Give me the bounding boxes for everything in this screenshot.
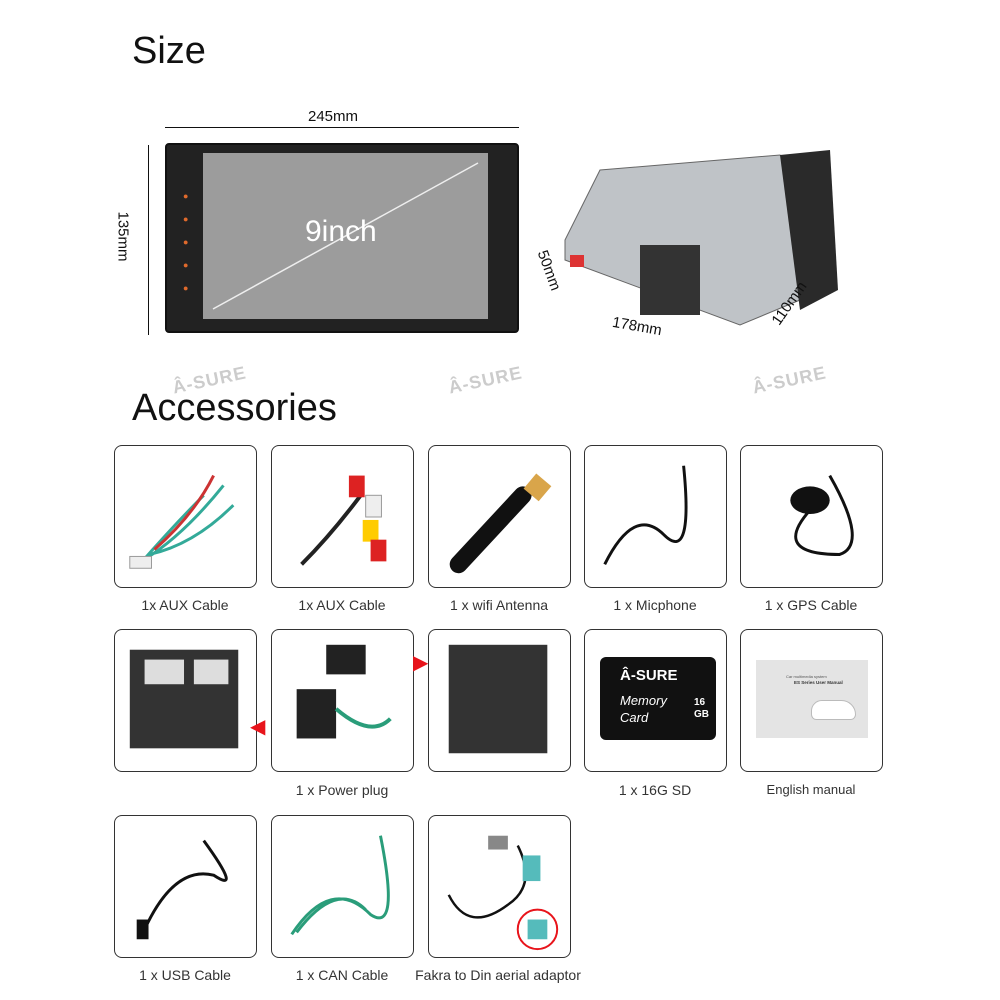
item-label: 1 x 16G SD bbox=[618, 782, 692, 798]
sd-line1: Memory bbox=[620, 693, 667, 708]
can-cable-image bbox=[271, 815, 414, 958]
sd-line2: Card bbox=[620, 710, 649, 725]
height-label: 135mm bbox=[114, 211, 132, 262]
item-label: 1 x GPS Cable bbox=[764, 597, 858, 613]
watermark: Â-SURE bbox=[750, 362, 829, 398]
height-dimension bbox=[148, 145, 149, 335]
item-label: English manual bbox=[766, 782, 856, 797]
item-label: 1 x wifi Antenna bbox=[449, 597, 549, 613]
sd-brand: Â-SURE bbox=[620, 667, 678, 684]
connector-right-image bbox=[428, 629, 571, 772]
sd-capacity: 16 bbox=[694, 697, 706, 708]
usb-cable-image bbox=[114, 815, 257, 958]
item-label: 1 x USB Cable bbox=[139, 967, 231, 983]
sd-unit: GB bbox=[694, 709, 709, 720]
head-unit-front: 9inch ●●●●● bbox=[165, 143, 519, 333]
screen: 9inch bbox=[203, 153, 488, 319]
manual: Car multimedia system ES Series User Man… bbox=[756, 660, 868, 738]
wifi-antenna-image bbox=[428, 445, 571, 588]
fakra-adaptor-image bbox=[428, 815, 571, 958]
gps-cable-image bbox=[740, 445, 883, 588]
sd-card: Â-SURE Memory Card 16 GB bbox=[600, 657, 716, 740]
sd-card-image: Â-SURE Memory Card 16 GB bbox=[584, 629, 727, 772]
aux-cable-image bbox=[114, 445, 257, 588]
manual-image: Car multimedia system ES Series User Man… bbox=[740, 629, 883, 772]
connector-left-image bbox=[114, 629, 257, 772]
watermark: Â-SURE bbox=[446, 362, 525, 398]
red-arrow-left-icon: ◀ bbox=[250, 716, 266, 738]
item-label: 1 x Power plug bbox=[295, 782, 389, 798]
item-label: Fakra to Din aerial adaptor bbox=[415, 967, 581, 983]
item-label: 1x AUX Cable bbox=[298, 597, 386, 613]
item-label: 1x AUX Cable bbox=[141, 597, 229, 613]
red-arrow-right-icon: ▶ bbox=[413, 652, 429, 674]
microphone-image bbox=[584, 445, 727, 588]
accessories-title: Accessories bbox=[132, 387, 337, 429]
width-label: 245mm bbox=[308, 108, 359, 125]
manual-line1: Car multimedia system bbox=[786, 674, 827, 679]
item-label: 1 x CAN Cable bbox=[295, 967, 389, 983]
head-unit-rear bbox=[560, 150, 840, 330]
width-dimension bbox=[165, 127, 519, 128]
aux-rca-cable-image bbox=[271, 445, 414, 588]
screen-size-label: 9inch bbox=[305, 215, 377, 248]
size-title: Size bbox=[132, 30, 206, 72]
side-buttons: ●●●●● bbox=[183, 191, 189, 293]
car-picture bbox=[811, 700, 856, 720]
power-plug-image bbox=[271, 629, 414, 772]
item-label: 1 x Micphone bbox=[613, 597, 697, 613]
manual-line2: ES Series User Manual bbox=[794, 680, 843, 685]
